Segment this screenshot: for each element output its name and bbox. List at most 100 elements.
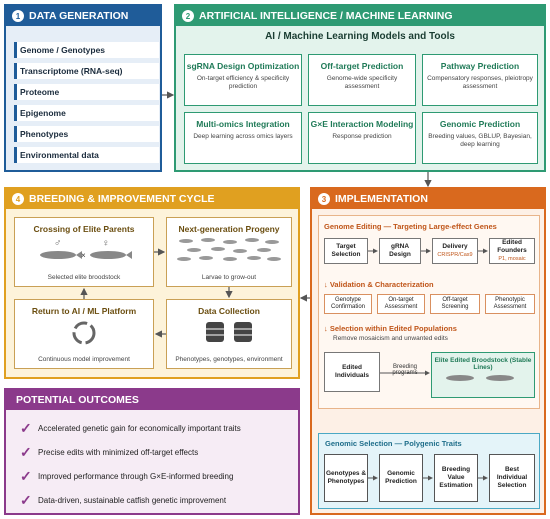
step-label: Target Selection (331, 243, 361, 258)
outcome-text: Accelerated genetic gain for economicall… (38, 424, 241, 433)
tool-title: Multi-omics Integration (196, 119, 290, 129)
outcome-item: ✓ Improved performance through G×E-inform… (20, 468, 233, 485)
svg-text:×: × (81, 251, 86, 260)
gs-title: Genomic Selection — Polygenic Traits (325, 439, 462, 448)
gs-step: Best Individual Selection (489, 454, 535, 502)
step-number: 1 (12, 10, 24, 22)
step-box: Target Selection (324, 238, 368, 264)
step-number: 3 (318, 193, 330, 205)
step-sub: CRISPR/Cas9 (437, 252, 473, 258)
breeding-header: 4 BREEDING & IMPROVEMENT CYCLE (6, 189, 298, 209)
box-title: Crossing of Elite Parents (33, 224, 135, 234)
box-title: Next-generation Progeny (178, 224, 280, 234)
outcome-item: ✓ Precise edits with minimized off-target… (20, 444, 198, 461)
check-icon: ✓ (20, 420, 32, 436)
tool-desc: On-target efficiency & specificity predi… (196, 75, 290, 90)
tool-title: Genomic Prediction (439, 119, 521, 129)
box-title: Return to AI / ML Platform (31, 306, 137, 316)
step-box: gRNA Design (379, 238, 421, 264)
crossing-box: Crossing of Elite Parents ♂ ♀ × Selected … (14, 217, 154, 287)
tool-desc: Breeding values, GBLUP, Bayesian, deep l… (428, 133, 532, 148)
breeding-cycle-panel: 4 BREEDING & IMPROVEMENT CYCLE Crossing o… (4, 187, 300, 379)
data-collection-box: Data Collection Phenotypes, genotypes, e… (166, 299, 292, 369)
selection-title: ↓ Selection within Edited Populations (324, 324, 457, 333)
step-sub: P1, mosaic (498, 256, 526, 262)
panel-title: DATA GENERATION (29, 10, 129, 22)
edited-individuals-box: Edited Individuals (324, 352, 380, 392)
outcome-item: ✓ Accelerated genetic gain for economical… (20, 420, 241, 437)
panel-title: IMPLEMENTATION (335, 193, 428, 205)
tool-desc: Deep learning across omics layers (193, 133, 293, 140)
svg-text:♂: ♂ (54, 238, 62, 249)
tool-desc: Genome-wide specificity assessment (326, 75, 398, 90)
check-icon: ✓ (20, 444, 32, 460)
elite-broodstock-box: Elite Edited Broodstock (Stable Lines) (431, 352, 535, 398)
validation-box: On-target Assessment (377, 294, 425, 314)
data-item: Epigenome (14, 105, 159, 121)
svg-text:♀: ♀ (102, 238, 110, 249)
gs-step: Genomic Prediction (379, 454, 423, 502)
validation-box: Off-target Screening (430, 294, 480, 314)
edited-label: Edited Individuals (335, 364, 369, 379)
box-desc: Larvae to grow-out (201, 274, 257, 281)
step-label: Delivery (442, 243, 468, 250)
step-number: 2 (182, 10, 194, 22)
genome-editing-box: Genome Editing — Targeting Large-effect … (318, 215, 540, 409)
panel-title: BREEDING & IMPROVEMENT CYCLE (29, 193, 215, 205)
data-item: Phenotypes (14, 126, 159, 142)
step-label: gRNA Design (389, 243, 411, 258)
selection-sub: Remove mosaicism and unwanted edits (333, 335, 448, 342)
data-item: Proteome (14, 84, 159, 100)
tool-desc: Compensatory responses, pleiotropy asses… (427, 75, 533, 90)
gs-step: Breeding Value Estimation (434, 454, 478, 502)
tool-title: Pathway Prediction (440, 61, 520, 71)
genome-editing-title: Genome Editing — Targeting Large-effect … (324, 222, 497, 231)
gs-arrows (368, 475, 488, 481)
check-icon: ✓ (20, 468, 32, 484)
fish-icon (446, 375, 514, 381)
return-box: Return to AI / ML Platform Continuous mo… (14, 299, 154, 369)
tool-desc: Response prediction (332, 133, 392, 140)
gs-step: Genotypes & Phenotypes (324, 454, 368, 502)
outcome-text: Precise edits with minimized off-target … (38, 448, 199, 457)
step-label: Edited Founders (497, 239, 527, 254)
larvae-icon (177, 238, 281, 261)
fish-pair-icon: ♂ ♀ × (40, 238, 132, 260)
cycle-arrows (80, 248, 233, 338)
tool-title: Off-target Prediction (320, 61, 404, 71)
box-desc: Continuous model improvement (38, 356, 130, 363)
check-icon: ✓ (20, 492, 32, 508)
step-number: 4 (12, 193, 24, 205)
box-title: Data Collection (198, 306, 260, 316)
validation-box: Genotype Confirmation (324, 294, 372, 314)
recycle-icon (72, 321, 96, 345)
tool-title: sgRNA Design Optimization (186, 61, 300, 71)
box-desc: Phenotypes, genotypes, environment (175, 356, 283, 363)
validation-box: Phenotypic Assessment (485, 294, 535, 314)
implementation-panel: 3 IMPLEMENTATION Genome Editing — Targeti… (310, 187, 546, 515)
outcome-text: Improved performance through G×E-informe… (38, 472, 234, 481)
data-item: Transcriptome (RNA-seq) (14, 63, 159, 79)
validation-title: ↓ Validation & Characterization (324, 280, 434, 289)
elite-label: Elite Edited Broodstock (Stable Lines) (434, 357, 532, 371)
data-generation-header: 1 DATA GENERATION (6, 6, 160, 26)
ai-subtitle: AI / Machine Learning Models and Tools (265, 31, 455, 42)
data-item: Environmental data (14, 147, 159, 163)
box-desc: Selected elite broodstock (47, 274, 121, 281)
tool-title: G×E Interaction Modeling (310, 119, 414, 129)
progeny-box: Next-generation Progeny Larvae to grow-o… (166, 217, 292, 287)
database-icon (206, 322, 252, 342)
outcome-item: ✓Data-driven, sustainable catfish geneti… (20, 492, 226, 509)
